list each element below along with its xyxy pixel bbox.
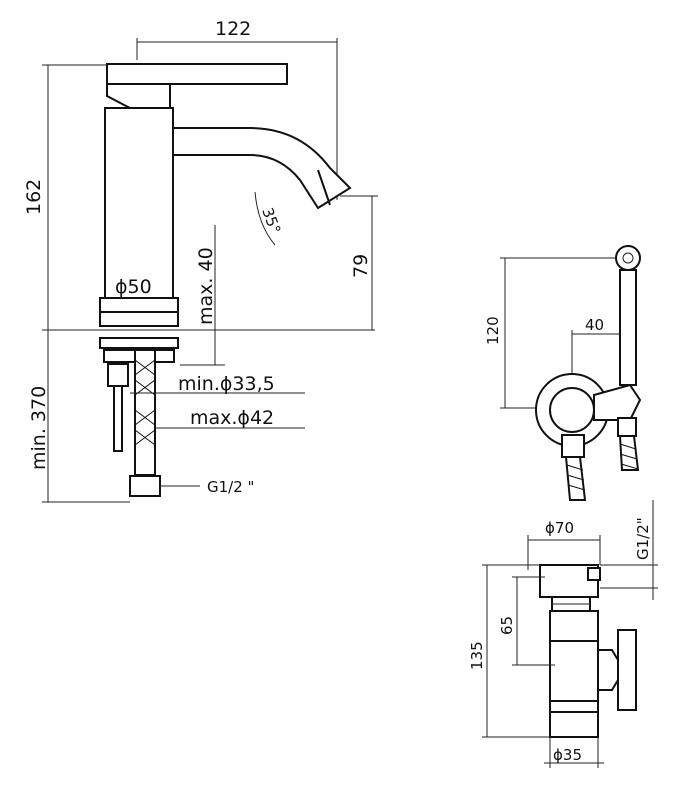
label-thread-faucet: G1/2 " xyxy=(207,478,254,496)
side-body-core xyxy=(549,387,595,433)
dim-max-40: max. 40 xyxy=(180,225,225,366)
dim-valve-35: ϕ35 xyxy=(544,737,604,768)
label-spout-79: 79 xyxy=(350,254,372,278)
label-angle-35: 35° xyxy=(258,205,284,236)
side-arm xyxy=(593,383,642,421)
label-side-40: 40 xyxy=(585,316,604,334)
valve-side-handle xyxy=(597,629,637,711)
side-view-drawing: 120 40 xyxy=(484,245,642,501)
label-max-hole: max.ϕ42 xyxy=(190,407,274,429)
label-min-370: min. 370 xyxy=(28,386,50,470)
dim-valve-thread: G1/2" xyxy=(600,500,658,600)
spout xyxy=(172,127,352,210)
hoses xyxy=(113,349,200,497)
label-valve-thread: G1/2" xyxy=(634,517,652,560)
faucet-drawing: 122 162 35° 79 xyxy=(23,18,378,503)
label-base-50: ϕ50 xyxy=(115,276,152,298)
valve-view-drawing: ϕ70 G1/2" 65 xyxy=(468,500,658,768)
side-knob-top xyxy=(615,245,641,271)
dim-hole-diameters: min.ϕ33,5 max.ϕ42 xyxy=(130,373,305,429)
dim-spout-79: 79 xyxy=(340,195,378,330)
base-ring: ϕ50 xyxy=(99,276,179,327)
dim-side-120: 120 xyxy=(484,257,628,409)
side-fittings xyxy=(561,417,640,501)
dim-valve-135: 135 xyxy=(468,564,550,738)
valve-stem xyxy=(549,610,599,642)
dim-valve-65: 65 xyxy=(498,576,555,666)
dim-angle-35: 35° xyxy=(254,191,284,246)
dim-valve-70: ϕ70 xyxy=(527,519,601,570)
dim-height-162: 162 xyxy=(23,64,375,331)
label-valve-135: 135 xyxy=(468,641,486,670)
label-min-hole: min.ϕ33,5 xyxy=(178,373,275,395)
dim-min-370: min. 370 xyxy=(28,330,130,503)
lever-handle xyxy=(106,63,288,109)
label-valve-65: 65 xyxy=(498,616,516,635)
valve-body xyxy=(549,640,599,702)
label-side-120: 120 xyxy=(484,316,502,345)
label-max-40: max. 40 xyxy=(195,247,217,325)
label-valve-70: ϕ70 xyxy=(545,519,574,537)
valve-bottom xyxy=(549,700,599,738)
label-valve-35: ϕ35 xyxy=(553,746,582,764)
side-lever-rod xyxy=(619,269,637,386)
dim-width-122: 122 xyxy=(136,18,338,200)
label-width-122: 122 xyxy=(215,18,251,40)
faucet-body xyxy=(104,107,174,299)
label-height-162: 162 xyxy=(23,179,45,215)
